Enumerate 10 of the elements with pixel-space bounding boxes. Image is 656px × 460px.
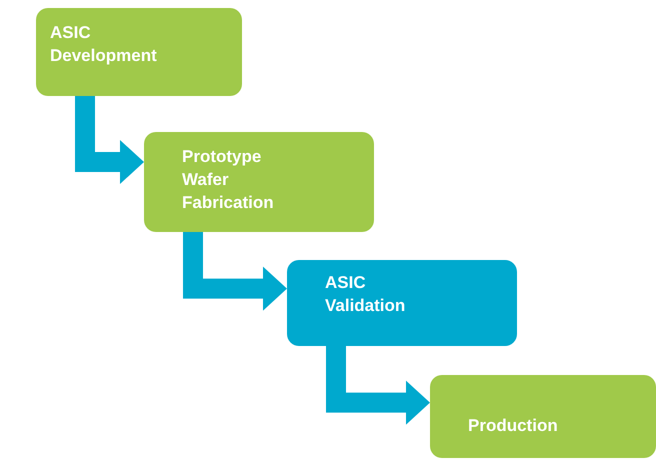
step-box — [36, 8, 242, 96]
step-label: ASIC Development — [50, 22, 158, 67]
step-label: Production — [468, 415, 559, 437]
step-label: ASIC Validation — [325, 272, 406, 317]
step-box — [144, 132, 374, 232]
step-box — [430, 375, 656, 458]
step-label: Prototype Wafer Fabrication — [182, 146, 275, 214]
highlighted-step-box — [287, 260, 517, 346]
arrow — [183, 232, 287, 311]
arrow — [326, 346, 430, 425]
